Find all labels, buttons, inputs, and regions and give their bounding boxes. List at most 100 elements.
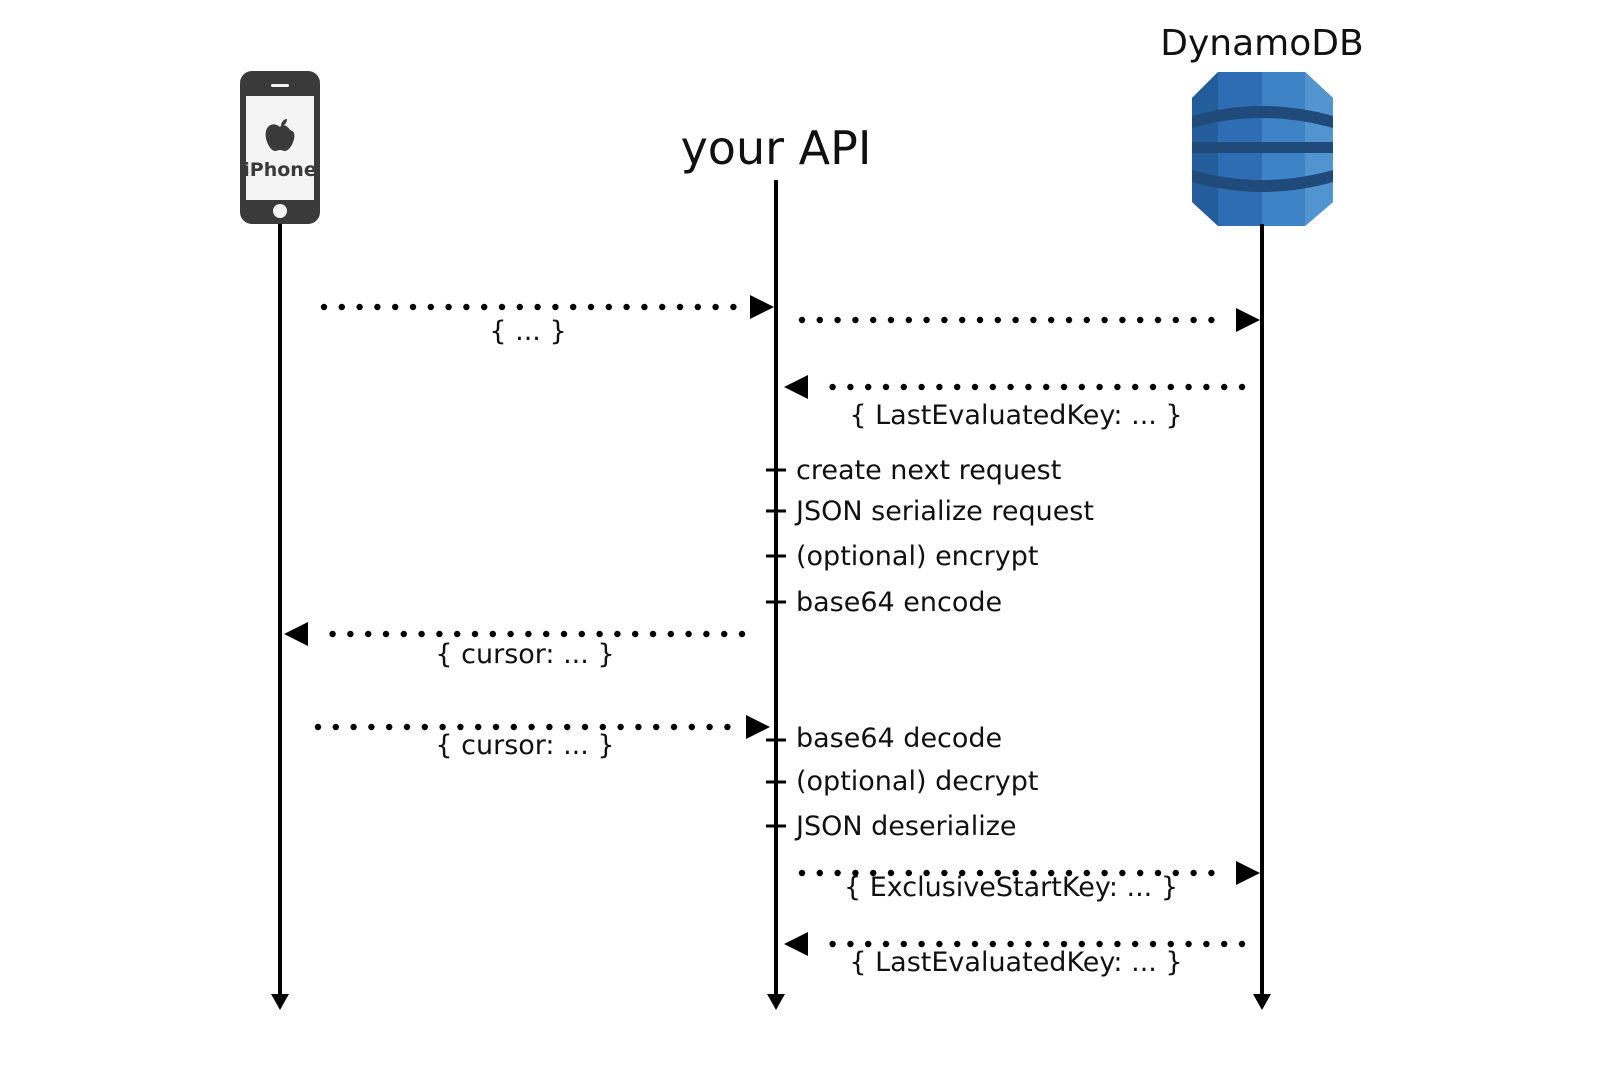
message-dot bbox=[1065, 316, 1073, 324]
message-dot bbox=[1172, 316, 1180, 324]
message-dot bbox=[507, 630, 514, 638]
dynamodb-icon bbox=[1192, 72, 1333, 226]
message-dot bbox=[1048, 869, 1055, 877]
message-dot bbox=[649, 630, 657, 638]
message-dot bbox=[471, 630, 479, 638]
message-dot bbox=[936, 383, 943, 391]
message-dot bbox=[1185, 383, 1192, 391]
message-dot bbox=[1132, 383, 1139, 391]
message-dot bbox=[1119, 316, 1126, 324]
message-dot bbox=[882, 383, 890, 391]
message-dot bbox=[320, 303, 328, 311]
message-dot bbox=[498, 303, 506, 311]
step-label: base64 decode bbox=[796, 723, 1002, 754]
message-dot bbox=[1149, 940, 1157, 948]
message-dot bbox=[870, 316, 877, 324]
message-dot bbox=[688, 723, 695, 731]
message-dot bbox=[730, 303, 737, 311]
message-dot bbox=[481, 303, 488, 311]
message-label: { ExclusiveStartKey: ... } bbox=[844, 872, 1178, 903]
arrowhead-icon bbox=[784, 932, 808, 956]
message-label: { ... } bbox=[489, 316, 566, 347]
message-dot bbox=[1030, 869, 1037, 877]
message-dot bbox=[667, 630, 674, 638]
message-dot bbox=[516, 303, 523, 311]
message-dot bbox=[887, 316, 895, 324]
message-dot bbox=[457, 723, 464, 731]
message-dot bbox=[1065, 869, 1073, 877]
message-dot bbox=[1043, 383, 1050, 391]
message-dot bbox=[1203, 940, 1210, 948]
arrowhead-icon bbox=[284, 622, 308, 646]
message-dot bbox=[454, 630, 461, 638]
message-dot bbox=[653, 723, 660, 731]
step-label: (optional) encrypt bbox=[796, 541, 1038, 572]
message-dot bbox=[445, 303, 452, 311]
message-dot bbox=[989, 940, 996, 948]
message-dot bbox=[1208, 316, 1215, 324]
arrowhead-icon bbox=[1236, 861, 1260, 885]
message-dot bbox=[386, 723, 393, 731]
message-dot bbox=[816, 316, 823, 324]
message-dot bbox=[552, 303, 559, 311]
arrowhead-icon bbox=[1236, 308, 1260, 332]
message-dot bbox=[421, 723, 428, 731]
message-dot bbox=[670, 723, 678, 731]
message-arrow-dynamodb-to-api bbox=[784, 932, 1246, 956]
message-dot bbox=[923, 316, 930, 324]
message-dot bbox=[1025, 383, 1032, 391]
message-dot bbox=[865, 383, 872, 391]
message-dot bbox=[847, 383, 854, 391]
message-dot bbox=[1025, 940, 1032, 948]
message-dot bbox=[847, 940, 854, 948]
message-dot bbox=[338, 303, 345, 311]
message-dot bbox=[829, 940, 836, 948]
message-dot bbox=[382, 630, 390, 638]
message-dot bbox=[564, 723, 571, 731]
message-dot bbox=[685, 630, 692, 638]
message-dot bbox=[971, 383, 979, 391]
message-dot bbox=[1238, 383, 1246, 391]
message-dot bbox=[989, 383, 996, 391]
message-dot bbox=[1048, 316, 1055, 324]
message-dot bbox=[852, 316, 859, 324]
message-dot bbox=[865, 940, 872, 948]
message-dot bbox=[392, 303, 399, 311]
message-dot bbox=[659, 303, 666, 311]
message-dot bbox=[614, 630, 621, 638]
message-dot bbox=[632, 630, 639, 638]
message-dot bbox=[400, 630, 407, 638]
message-dot bbox=[374, 303, 381, 311]
message-dot bbox=[1154, 869, 1162, 877]
message-dot bbox=[635, 723, 642, 731]
message-label: { cursor: ... } bbox=[435, 639, 614, 670]
message-dot bbox=[365, 630, 372, 638]
message-dot bbox=[1190, 316, 1197, 324]
message-dot bbox=[918, 383, 925, 391]
message-dot bbox=[936, 940, 943, 948]
message-dot bbox=[1078, 383, 1086, 391]
message-dot bbox=[834, 316, 841, 324]
message-dot bbox=[1238, 940, 1246, 948]
message-dot bbox=[1203, 383, 1210, 391]
message-dot bbox=[356, 303, 363, 311]
lifeline-iphone-arrow bbox=[271, 994, 289, 1010]
message-arrow-iphone-to-api bbox=[314, 715, 770, 739]
message-dot bbox=[798, 869, 806, 877]
message-dot bbox=[1132, 940, 1139, 948]
message-dot bbox=[905, 316, 912, 324]
message-arrow-dynamodb-to-api bbox=[784, 375, 1246, 399]
participant-api-title: your API bbox=[681, 121, 872, 175]
message-dot bbox=[1114, 940, 1121, 948]
message-dot bbox=[463, 303, 470, 311]
message-dot bbox=[703, 630, 710, 638]
message-dot bbox=[976, 316, 984, 324]
message-dot bbox=[436, 630, 443, 638]
message-dot bbox=[694, 303, 701, 311]
message-dot bbox=[596, 630, 603, 638]
message-dot bbox=[403, 723, 411, 731]
message-dot bbox=[581, 723, 589, 731]
message-dot bbox=[546, 723, 553, 731]
message-dot bbox=[870, 869, 877, 877]
